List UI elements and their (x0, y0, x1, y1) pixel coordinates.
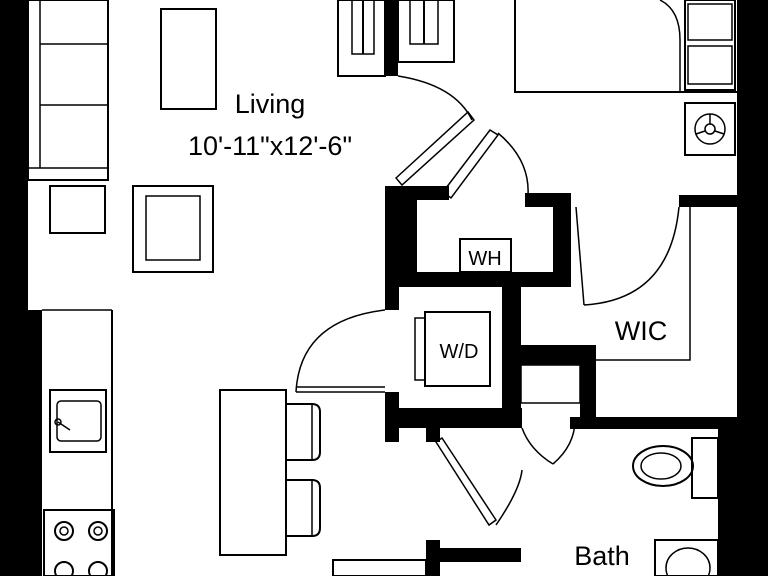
washer-dryer-label: W/D (440, 341, 479, 363)
nightstand-lamp-left (337, 0, 386, 77)
wd-closet-right (502, 287, 521, 417)
kitchen-sink (49, 389, 107, 453)
utility-wall-left-inner (399, 200, 417, 274)
linen-wall (580, 365, 596, 417)
nightstand-lamp-right (397, 0, 455, 63)
wic-door (575, 206, 680, 306)
kitchen-counter (42, 309, 113, 576)
interior-walls (385, 0, 738, 576)
dining-chair-2 (286, 479, 321, 537)
wd-closet-floor (385, 408, 522, 428)
dining-table (219, 389, 287, 556)
wd-closet-step (521, 345, 596, 365)
wic-shelf (596, 207, 691, 361)
wic-label: WIC (615, 316, 667, 346)
washer-dryer (414, 311, 491, 387)
armchair (132, 185, 214, 273)
sofa (27, 0, 109, 181)
bath-wall-lower-b (426, 548, 521, 562)
coffee-table (160, 8, 217, 110)
bed (514, 0, 737, 93)
bath-wall-top-b (570, 417, 738, 429)
bath-label: Bath (574, 541, 630, 571)
left-wall-lower (0, 310, 42, 576)
utility-door (441, 129, 529, 200)
bedroom-wall-a (385, 0, 398, 76)
left-wall-upper (0, 0, 28, 310)
right-wall-upper (737, 0, 768, 425)
burner-icon (54, 521, 108, 576)
utility-wall-top (399, 186, 449, 200)
toilet (632, 437, 719, 499)
linen-door (521, 419, 576, 465)
wic-wall-top (679, 195, 737, 207)
hvac-unit (684, 102, 736, 156)
dining-chair-1 (286, 403, 321, 461)
right-wall-lower (718, 425, 768, 576)
bath-wall-top-a (426, 418, 440, 442)
water-heater-box (459, 238, 512, 273)
wd-closet-door (295, 309, 386, 393)
utility-wall-top-b (525, 193, 571, 207)
wh-closet-floor (399, 272, 571, 287)
living-room-name: Living (235, 89, 306, 119)
bedroom-door (394, 75, 476, 187)
wd-closet-top (385, 294, 399, 310)
living-room-dimensions: 10'-11"x12'-6" (188, 131, 352, 161)
water-heater-label: WH (468, 248, 501, 270)
wh-closet-wall-right (553, 207, 571, 287)
side-table (49, 185, 106, 234)
stove (43, 509, 115, 576)
bath-door (434, 436, 523, 527)
utility-wall-left (385, 186, 399, 294)
bed-pillows (684, 0, 736, 91)
bath-vanity (332, 559, 427, 576)
bath-sink (654, 539, 719, 576)
linen-shelf (520, 364, 581, 404)
